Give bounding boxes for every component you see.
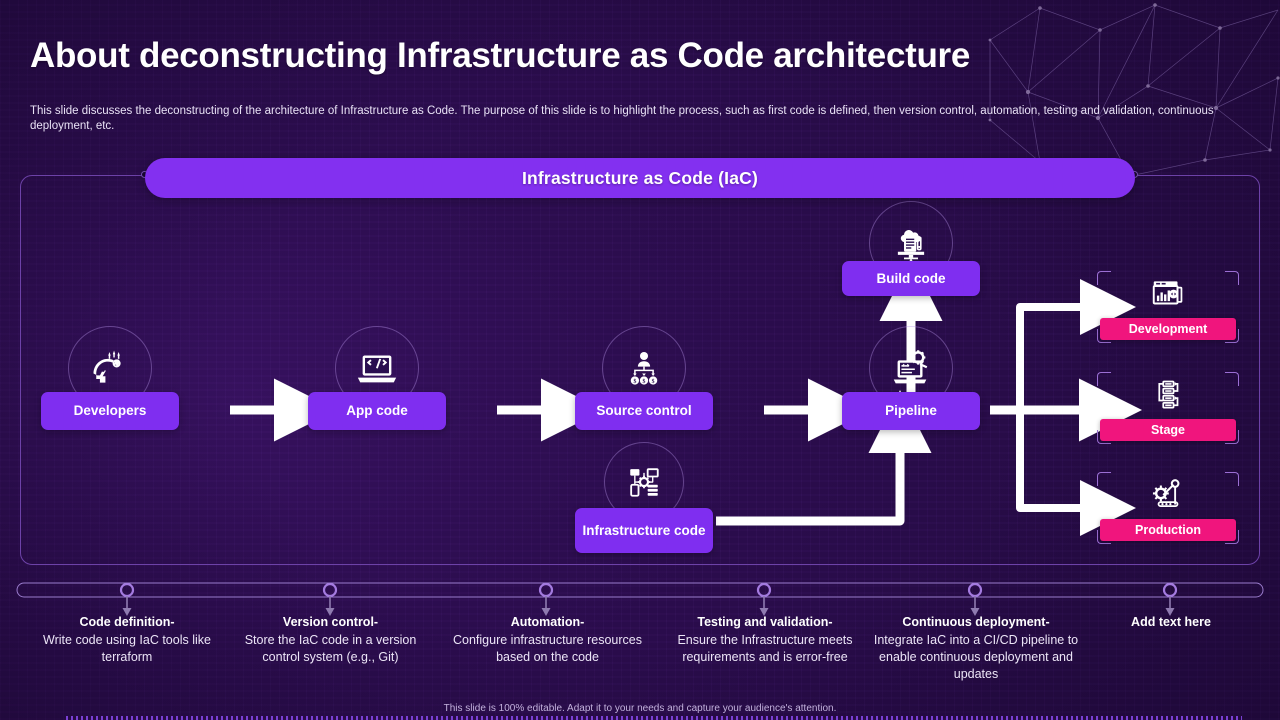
iac-banner: Infrastructure as Code (IaC) [145,158,1135,198]
svg-text:$: $ [643,378,646,385]
timeline-desc: Store the IaC code in a version control … [244,633,417,664]
timeline-desc: Ensure the Infrastructure meets requirem… [677,633,853,664]
timeline-item-code-definition: Code definition- Write code using IaC to… [22,614,232,666]
gear-rocket-launch-icon [1097,476,1239,514]
timeline-title: Code definition- [79,615,175,629]
corner-bracket [1097,329,1111,343]
flow-node-build-code[interactable]: Build code [842,201,980,296]
page-title: About deconstructing Infrastructure as C… [30,36,971,75]
timeline-title: Continuous deployment- [902,615,1050,629]
timeline-item-version-control: Version control- Store the IaC code in a… [228,614,433,666]
flow-node-developers-label: Developers [41,392,179,430]
flow-node-source-control-label: Source control [575,392,713,430]
corner-bracket [1225,329,1239,343]
stage-card-stage-label: Stage [1100,419,1236,441]
stage-card-development[interactable]: Development [1097,271,1239,343]
timeline-desc: Integrate IaC into a CI/CD pipeline to e… [873,633,1079,681]
flow-node-app-code[interactable]: App code [308,326,446,430]
timeline-axis [16,582,1264,616]
panel-bottom-dashed-rule [66,716,1242,720]
corner-bracket [1097,271,1111,285]
corner-bracket [1225,530,1239,544]
timeline-desc: Write code using IaC tools like terrafor… [43,633,211,664]
timeline-item-continuous-deployment: Continuous deployment- Integrate IaC int… [871,614,1081,683]
stage-card-development-label: Development [1100,318,1236,340]
timeline-item-add-text-here[interactable]: Add text here [1085,614,1257,632]
corner-bracket [1225,472,1239,486]
stage-card-stage[interactable]: Stage [1097,372,1239,444]
flow-node-build-code-label: Build code [842,261,980,296]
stage-card-production-label: Production [1100,519,1236,541]
svg-text:$: $ [633,378,636,385]
timeline-item-automation: Automation- Configure infrastructure res… [440,614,655,666]
corner-bracket [1097,472,1111,486]
timeline-title: Automation- [510,615,585,629]
timeline-title: Testing and validation- [697,615,833,629]
timeline-title: Version control- [282,615,379,629]
corner-bracket [1225,430,1239,444]
corner-bracket [1225,271,1239,285]
footer-note: This slide is 100% editable. Adapt it to… [443,703,837,714]
timeline-title: Add text here [1131,615,1211,629]
server-hierarchy-icon [1097,376,1239,414]
flow-node-infrastructure-code-label: Infrastructure code [575,508,713,553]
dashboard-window-chart-icon [1097,275,1239,313]
flow-node-source-control[interactable]: $ $ $ Source control [575,326,713,430]
flow-node-app-code-label: App code [308,392,446,430]
network-topology-gear-icon [604,442,684,522]
svg-text:$: $ [652,378,655,385]
flow-node-infrastructure-code[interactable]: Infrastructure code [575,442,713,554]
page-subtitle: This slide discusses the deconstructing … [30,105,1214,132]
stage-card-production[interactable]: Production [1097,472,1239,544]
corner-bracket [1225,372,1239,386]
timeline-item-testing-validation: Testing and validation- Ensure the Infra… [659,614,871,666]
flow-node-pipeline[interactable]: Pipeline [842,326,980,430]
iac-banner-label: Infrastructure as Code (IaC) [521,167,759,188]
flow-node-developers[interactable]: Developers [41,326,179,430]
timeline-desc: Configure infrastructure resources based… [453,633,642,664]
corner-bracket [1097,530,1111,544]
flow-node-pipeline-label: Pipeline [842,392,980,430]
